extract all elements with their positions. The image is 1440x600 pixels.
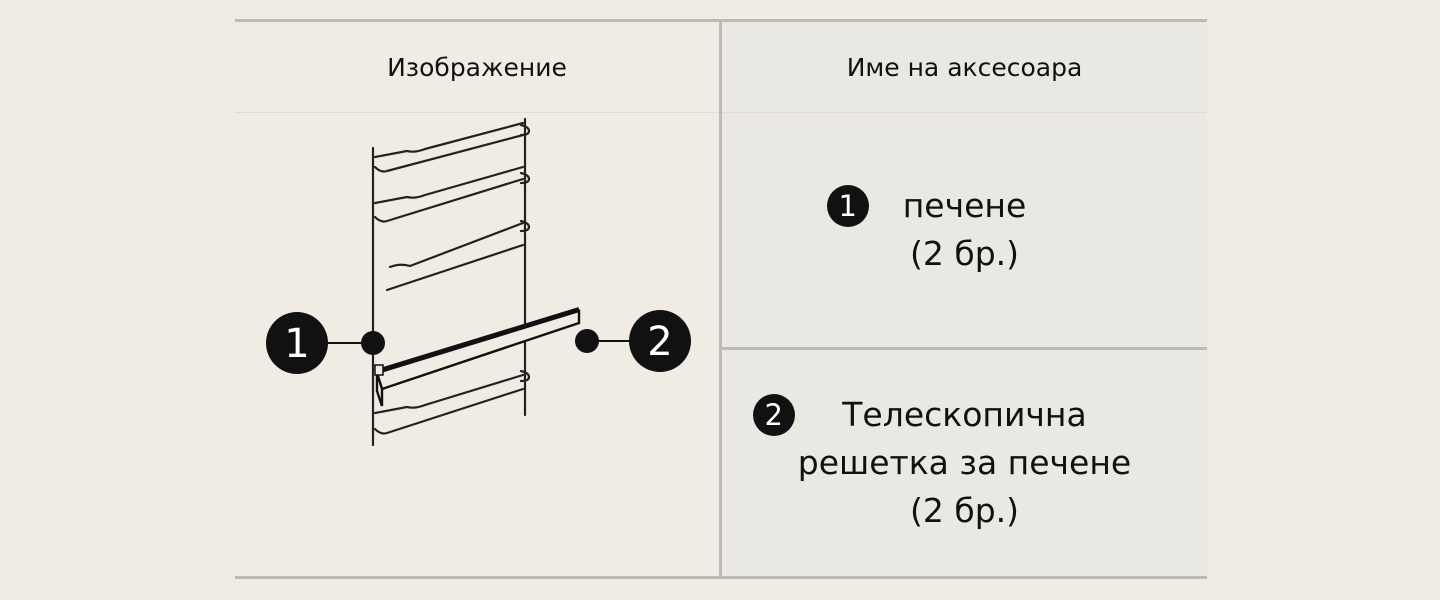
row-divider xyxy=(722,347,1207,350)
name-column xyxy=(722,22,1207,576)
number-badge-1: 1 xyxy=(826,185,869,227)
image-column xyxy=(235,22,719,576)
accessories-table: Изображение Име на аксесоара xyxy=(235,19,1207,579)
accessory-quantity: (2 бр.) xyxy=(909,234,1020,273)
oven-rack-illustration: 1 2 xyxy=(235,113,719,576)
header-image: Изображение xyxy=(235,22,719,113)
accessory-name-line: Телескопична xyxy=(842,395,1087,434)
callout-2-label: 2 xyxy=(647,319,672,365)
header-accessory-name: Име на аксесоара xyxy=(722,22,1207,113)
header-accessory-name-label: Име на аксесоара xyxy=(846,52,1083,82)
column-divider xyxy=(719,22,722,576)
number-badge-2: 2 xyxy=(752,394,795,436)
accessory-name-line: печене xyxy=(902,186,1027,225)
accessory-item-2: 2 Телескопична решетка за печене (2 бр.) xyxy=(752,391,1132,535)
accessory-item-1: 1 печене (2 бр.) xyxy=(826,182,1027,278)
oven-rack-icon: 1 2 xyxy=(266,117,691,447)
header-image-label: Изображение xyxy=(387,52,567,82)
accessory-quantity: (2 бр.) xyxy=(909,491,1020,530)
callout-1-label: 1 xyxy=(284,321,309,367)
accessory-row-1: 1 печене (2 бр.) xyxy=(722,113,1207,347)
accessory-name-line: решетка за печене xyxy=(797,443,1132,482)
accessory-row-2: 2 Телескопична решетка за печене (2 бр.) xyxy=(722,350,1207,576)
